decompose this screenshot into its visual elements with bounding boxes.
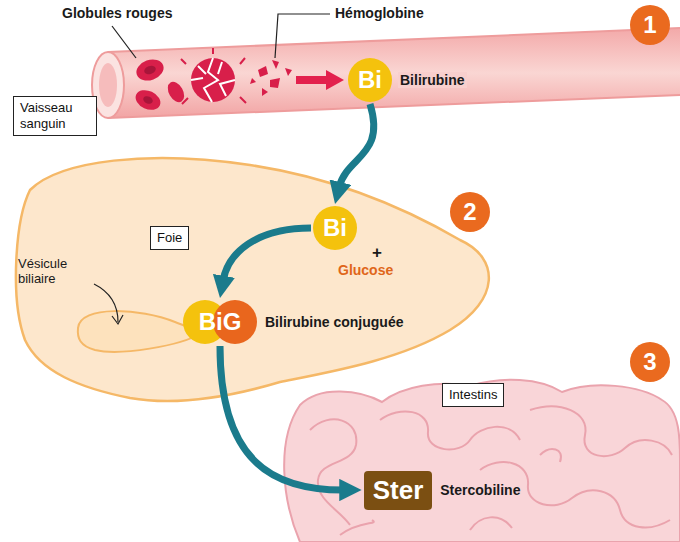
chip-text: Bi <box>358 66 382 94</box>
label-box: Vaisseau sanguin <box>13 96 97 136</box>
callout-text: 2 <box>463 198 476 226</box>
flow-arrow <box>223 228 311 280</box>
intestines <box>284 380 680 542</box>
plus-sign: + <box>372 243 382 263</box>
hemoglobin-fragments <box>250 60 292 96</box>
leader-arrow <box>112 315 123 324</box>
node-caption: Bilirubine conjuguée <box>263 314 405 330</box>
chip-text: Bi <box>323 214 347 242</box>
part-label: Vésicule biliaire <box>18 256 90 286</box>
callout-number: 1 <box>630 5 670 45</box>
callout-number: 3 <box>630 342 670 382</box>
red-arrow <box>296 70 344 90</box>
bilirubin-circle: Bi <box>313 206 357 250</box>
red-blood-cells <box>132 56 187 114</box>
leader-line <box>94 284 118 322</box>
bursting-cell <box>181 48 246 104</box>
box-text: Foie <box>157 230 182 246</box>
node-caption: Bilirubine <box>398 72 467 88</box>
callout-number: 2 <box>450 192 490 232</box>
part-label: Globules rouges <box>62 5 172 21</box>
liver <box>16 158 489 401</box>
blood-vessel <box>92 28 680 118</box>
callout-text: 3 <box>643 348 656 376</box>
flow-arrow <box>339 104 373 187</box>
label-box: Intestins <box>442 383 504 407</box>
conjugated-bilirubin-circle: BiG <box>183 300 257 344</box>
glucose-label: Glucose <box>338 262 393 278</box>
node-caption: Stercobiline <box>438 482 522 498</box>
bilirubin-circle: Bi Bilirubine <box>348 58 467 102</box>
label-box: Foie <box>150 226 189 250</box>
part-label: Hémoglobine <box>335 5 424 21</box>
box-text: Intestins <box>449 387 497 403</box>
bilirubin-circle: Bi <box>313 206 357 250</box>
chip-text: BiG <box>199 308 242 336</box>
conjugated-bilirubin-circle: BiG Bilirubine conjuguée <box>183 300 405 344</box>
chip-text: Ster <box>373 475 424 506</box>
leader-line <box>275 14 330 58</box>
box-text: Vaisseau sanguin <box>20 100 90 132</box>
stercobilin-box: Ster <box>364 471 433 510</box>
callout-text: 1 <box>643 11 656 39</box>
leader-line <box>112 26 136 58</box>
bilirubin-circle: Bi <box>348 58 392 102</box>
flow-arrow <box>220 346 344 490</box>
stercobilin-box: Ster Stercobiline <box>364 471 523 510</box>
